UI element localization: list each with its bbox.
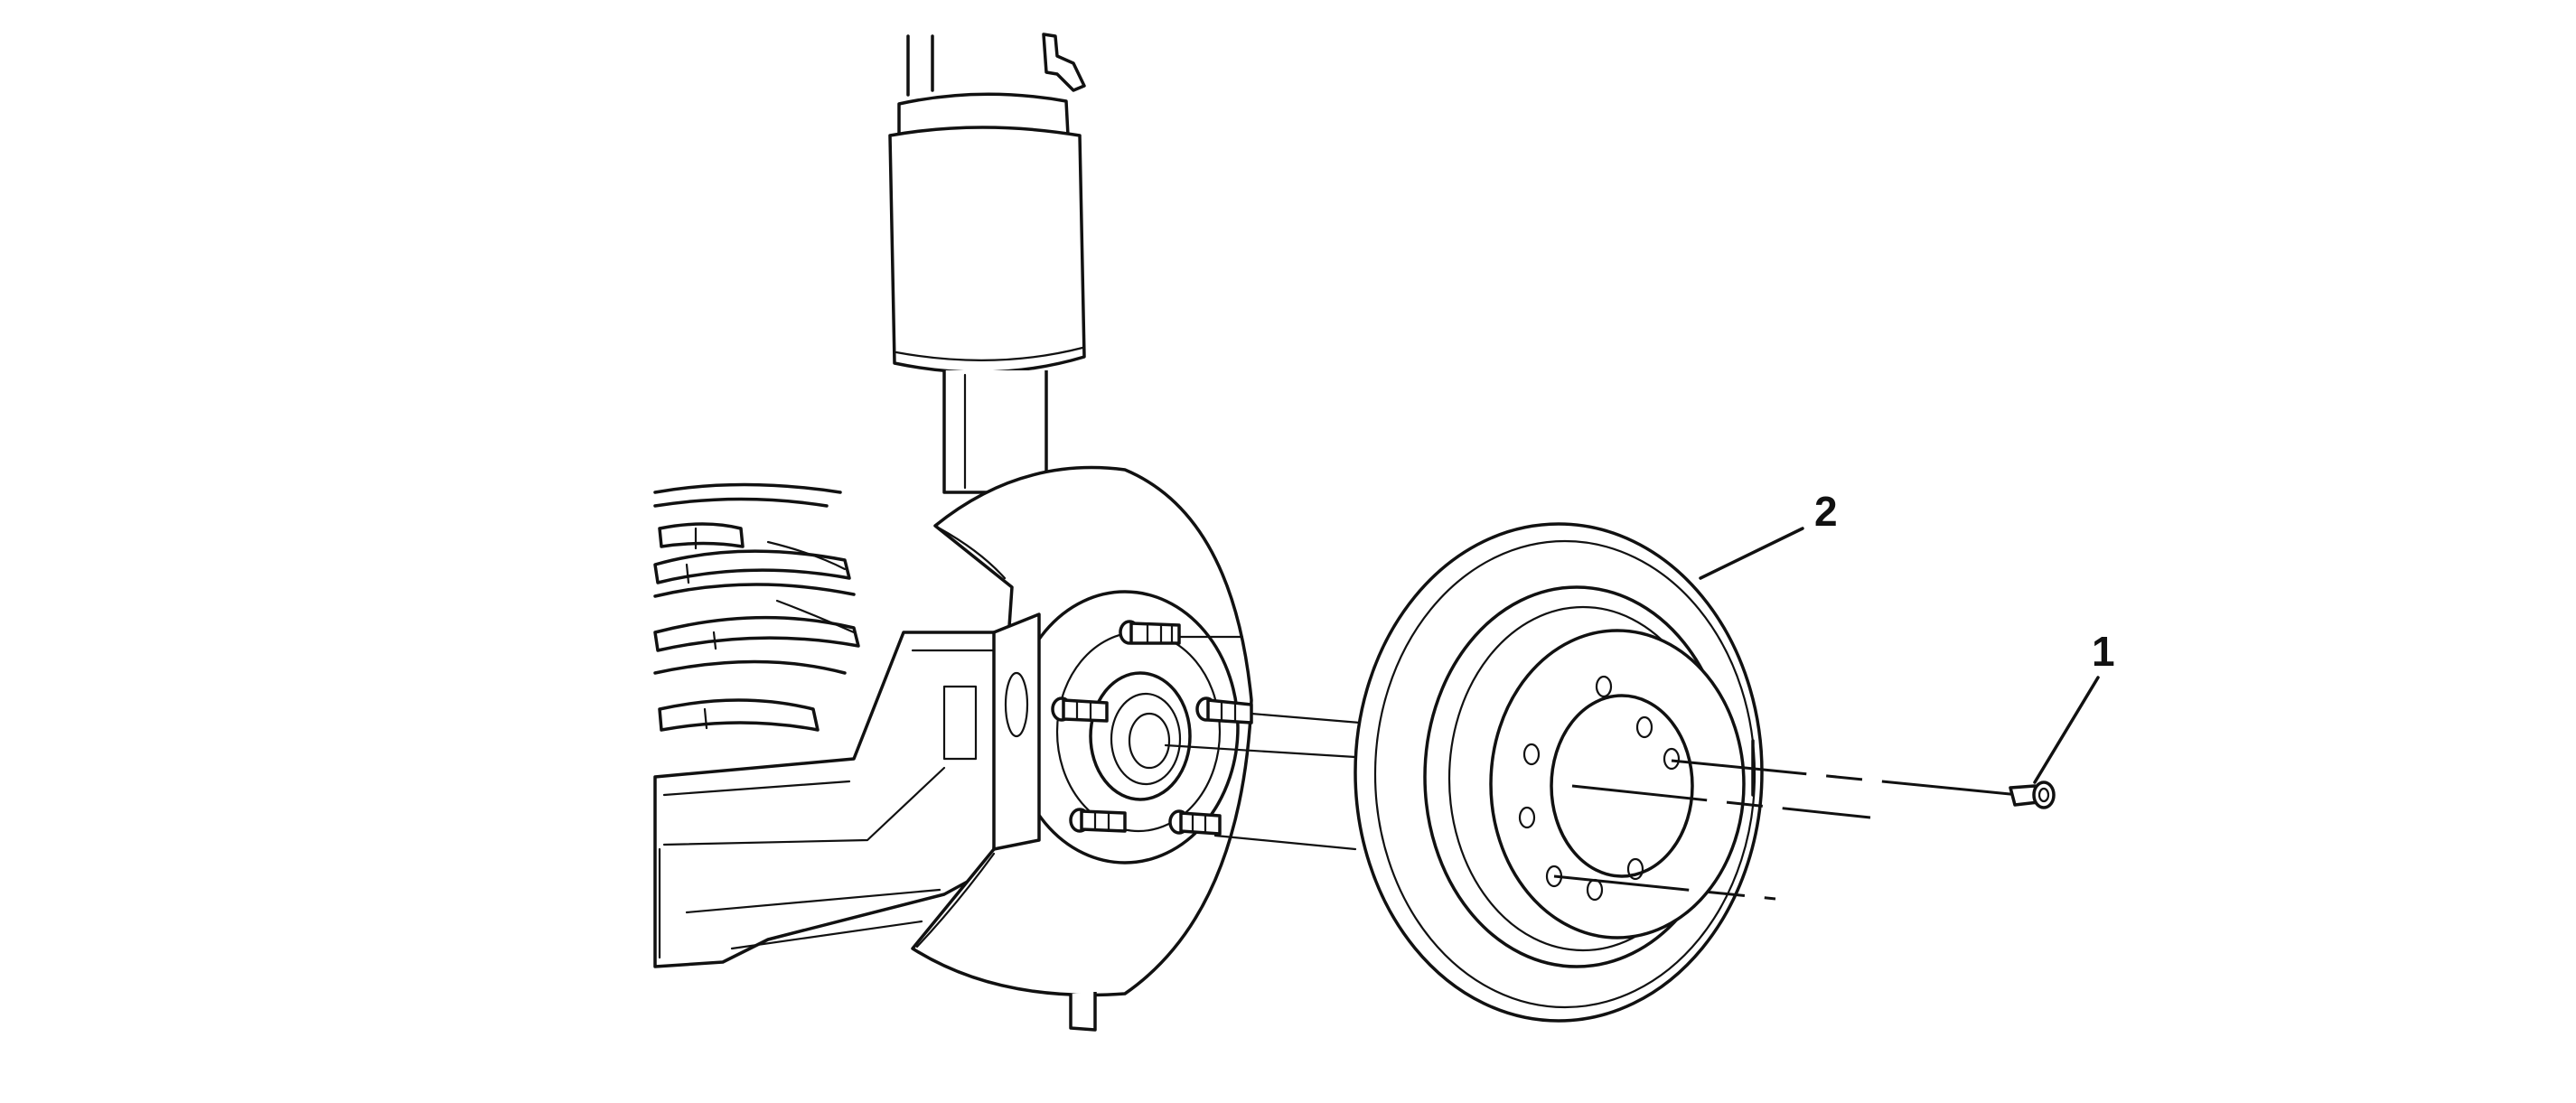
coil-spring	[653, 482, 860, 732]
wheel-studs	[1051, 620, 1253, 836]
alignment-lines	[1164, 635, 2020, 901]
leader-line-2	[1699, 527, 1804, 580]
stud	[1051, 696, 1109, 723]
bolt	[2009, 781, 2056, 809]
stud	[1069, 808, 1127, 833]
wheel-hub	[992, 590, 1240, 865]
lug-holes	[1518, 675, 1681, 902]
stud	[1119, 620, 1181, 645]
leader-line-1	[2033, 676, 2100, 784]
stud	[1168, 809, 1222, 836]
stud	[1195, 696, 1253, 724]
brake-rotor	[1354, 522, 1764, 1023]
strut-assembly	[888, 33, 1086, 494]
callout-label-2: 2	[1814, 488, 1838, 535]
callout-label-1: 1	[2092, 628, 2115, 675]
